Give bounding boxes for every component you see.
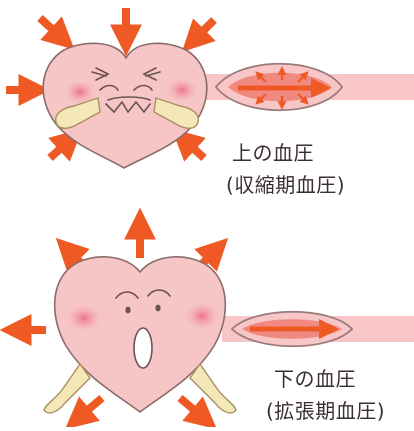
diastolic-label: 下の血圧 (274, 366, 356, 392)
diastolic-right-hand (190, 364, 236, 413)
systolic-heart-group (6, 8, 414, 168)
diastolic-sublabel: (拡張期血圧) (266, 398, 385, 424)
systolic-vessel (200, 64, 414, 111)
left-cheek-blush-2 (64, 302, 104, 334)
systolic-sublabel: (収縮期血圧) (226, 172, 345, 198)
right-cheek-blush-2 (182, 300, 222, 332)
diastolic-left-hand (44, 364, 90, 413)
systolic-label: 上の血圧 (232, 140, 314, 166)
diastolic-vessel (222, 312, 414, 347)
right-cheek-blush (164, 76, 200, 104)
